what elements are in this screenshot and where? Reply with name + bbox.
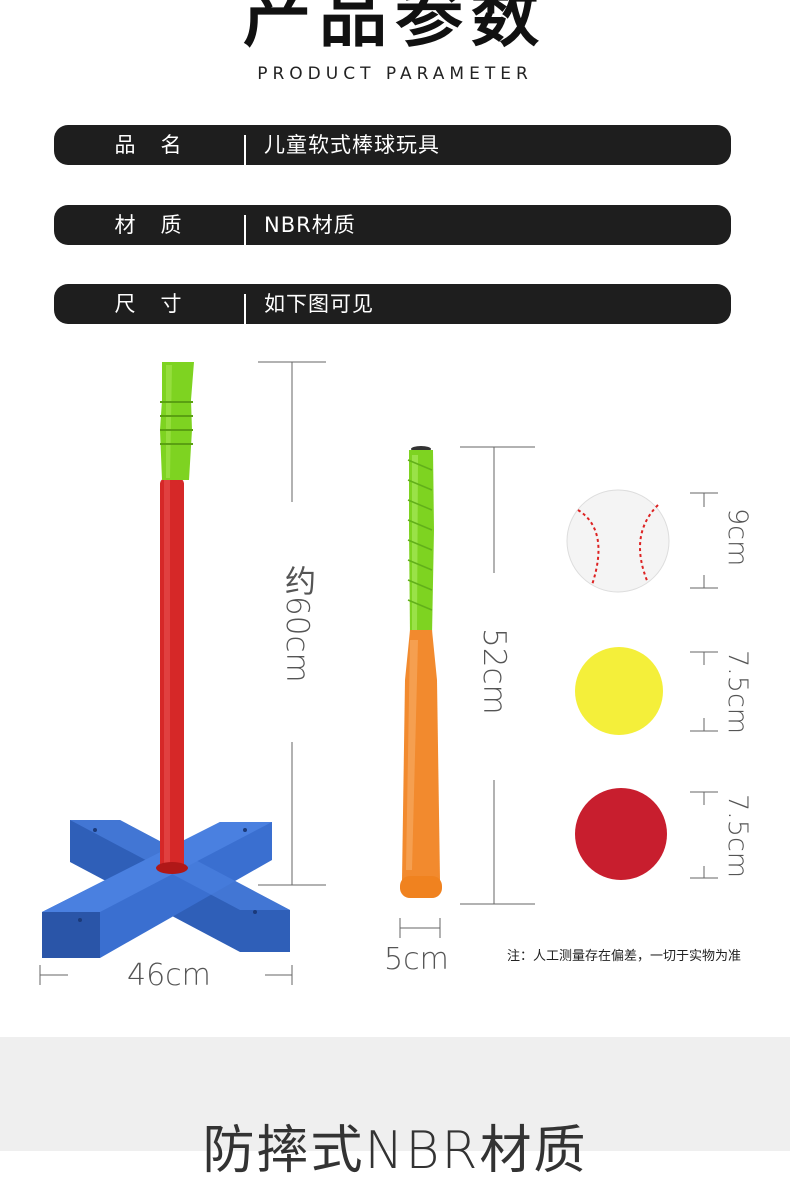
bat-width-measure [399, 918, 441, 938]
stand-width-label: 46cm [127, 958, 211, 993]
param-label: 材 质 [114, 213, 184, 237]
param-row-material: 材 质 NBR材质 [54, 205, 731, 247]
baseball [566, 489, 670, 593]
param-label: 品 名 [114, 133, 184, 157]
baseball-size-label: 9cm [722, 508, 753, 567]
bat [400, 446, 442, 898]
stand-height-measure [258, 361, 326, 886]
param-row-name: 品 名 儿童软式棒球玩具 [54, 125, 731, 167]
divider [244, 215, 246, 247]
page-title: 产品参数 [242, 0, 547, 57]
yellow-ball-size-label: 7.5cm [722, 650, 753, 735]
red-ball [575, 788, 667, 880]
section-band [0, 1037, 790, 1151]
product-illustration [39, 361, 718, 985]
bat-length-measure [460, 446, 535, 905]
param-value: NBR材质 [264, 213, 356, 237]
stand-height-label: 约60cm [279, 565, 315, 683]
divider [244, 135, 246, 167]
bat-length-label: 52cm [476, 628, 512, 715]
stand-pole [160, 478, 184, 873]
param-value: 儿童软式棒球玩具 [264, 133, 440, 157]
stand-width-measure [39, 965, 293, 985]
param-row-size: 尺 寸 如下图可见 [54, 284, 731, 326]
divider [244, 294, 246, 326]
stand-grip [160, 362, 194, 480]
bat-width-label: 5cm [384, 942, 449, 977]
ball-measures [690, 492, 718, 879]
yellow-ball [575, 647, 663, 735]
page-subtitle: PRODUCT PARAMETER [257, 64, 533, 84]
param-value: 如下图可见 [264, 292, 374, 316]
red-ball-size-label: 7.5cm [722, 794, 753, 879]
param-label: 尺 寸 [114, 292, 184, 316]
section-title: 防摔式NBR材质 [202, 1121, 588, 1181]
measurement-note: 注：人工测量存在偏差，一切于实物为准 [507, 949, 742, 964]
